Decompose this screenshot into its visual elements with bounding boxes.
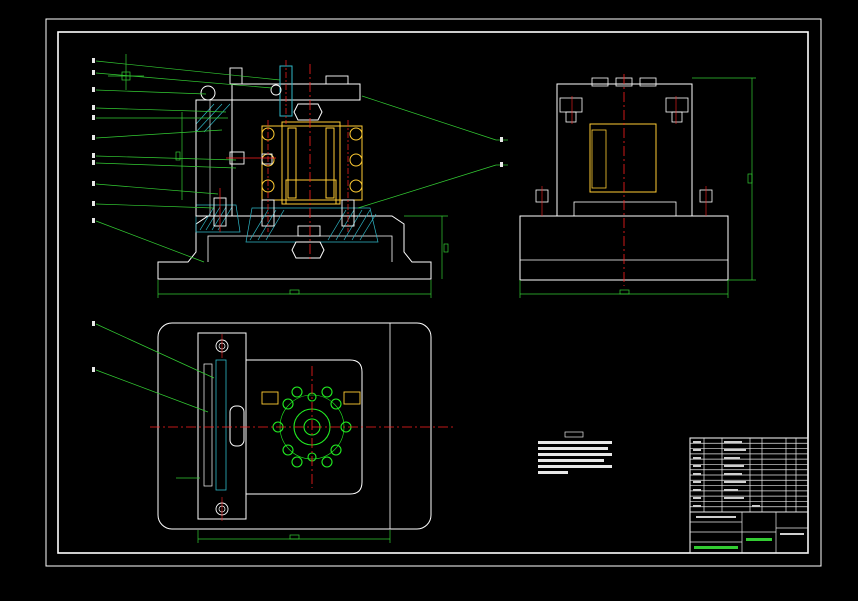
front-hatched-region xyxy=(195,103,379,243)
title-block xyxy=(689,437,809,554)
top-clamp-slot xyxy=(229,405,245,447)
outer-sheet-border xyxy=(45,18,822,567)
top-base-plate xyxy=(157,322,432,530)
front-bottom-hex-nut xyxy=(291,241,325,259)
inner-drawing-frame xyxy=(57,31,809,554)
technical-notes xyxy=(538,431,612,474)
front-dimensions xyxy=(108,54,449,298)
side-column xyxy=(556,83,693,217)
front-clamp-plate xyxy=(231,83,361,101)
front-handle-knob xyxy=(200,85,216,101)
front-leaders xyxy=(95,60,508,263)
front-workpiece xyxy=(261,121,363,205)
front-section-view xyxy=(92,54,508,298)
front-top-hex-nut xyxy=(293,103,323,121)
notes-heading xyxy=(564,431,584,438)
top-dimensions xyxy=(95,323,391,543)
title-block-text-marks xyxy=(693,441,804,549)
front-base-body xyxy=(157,215,432,280)
side-dimensions xyxy=(519,77,756,298)
top-view xyxy=(92,321,456,543)
top-left-column xyxy=(197,332,247,520)
side-workpiece xyxy=(589,123,657,193)
side-view xyxy=(519,74,756,298)
